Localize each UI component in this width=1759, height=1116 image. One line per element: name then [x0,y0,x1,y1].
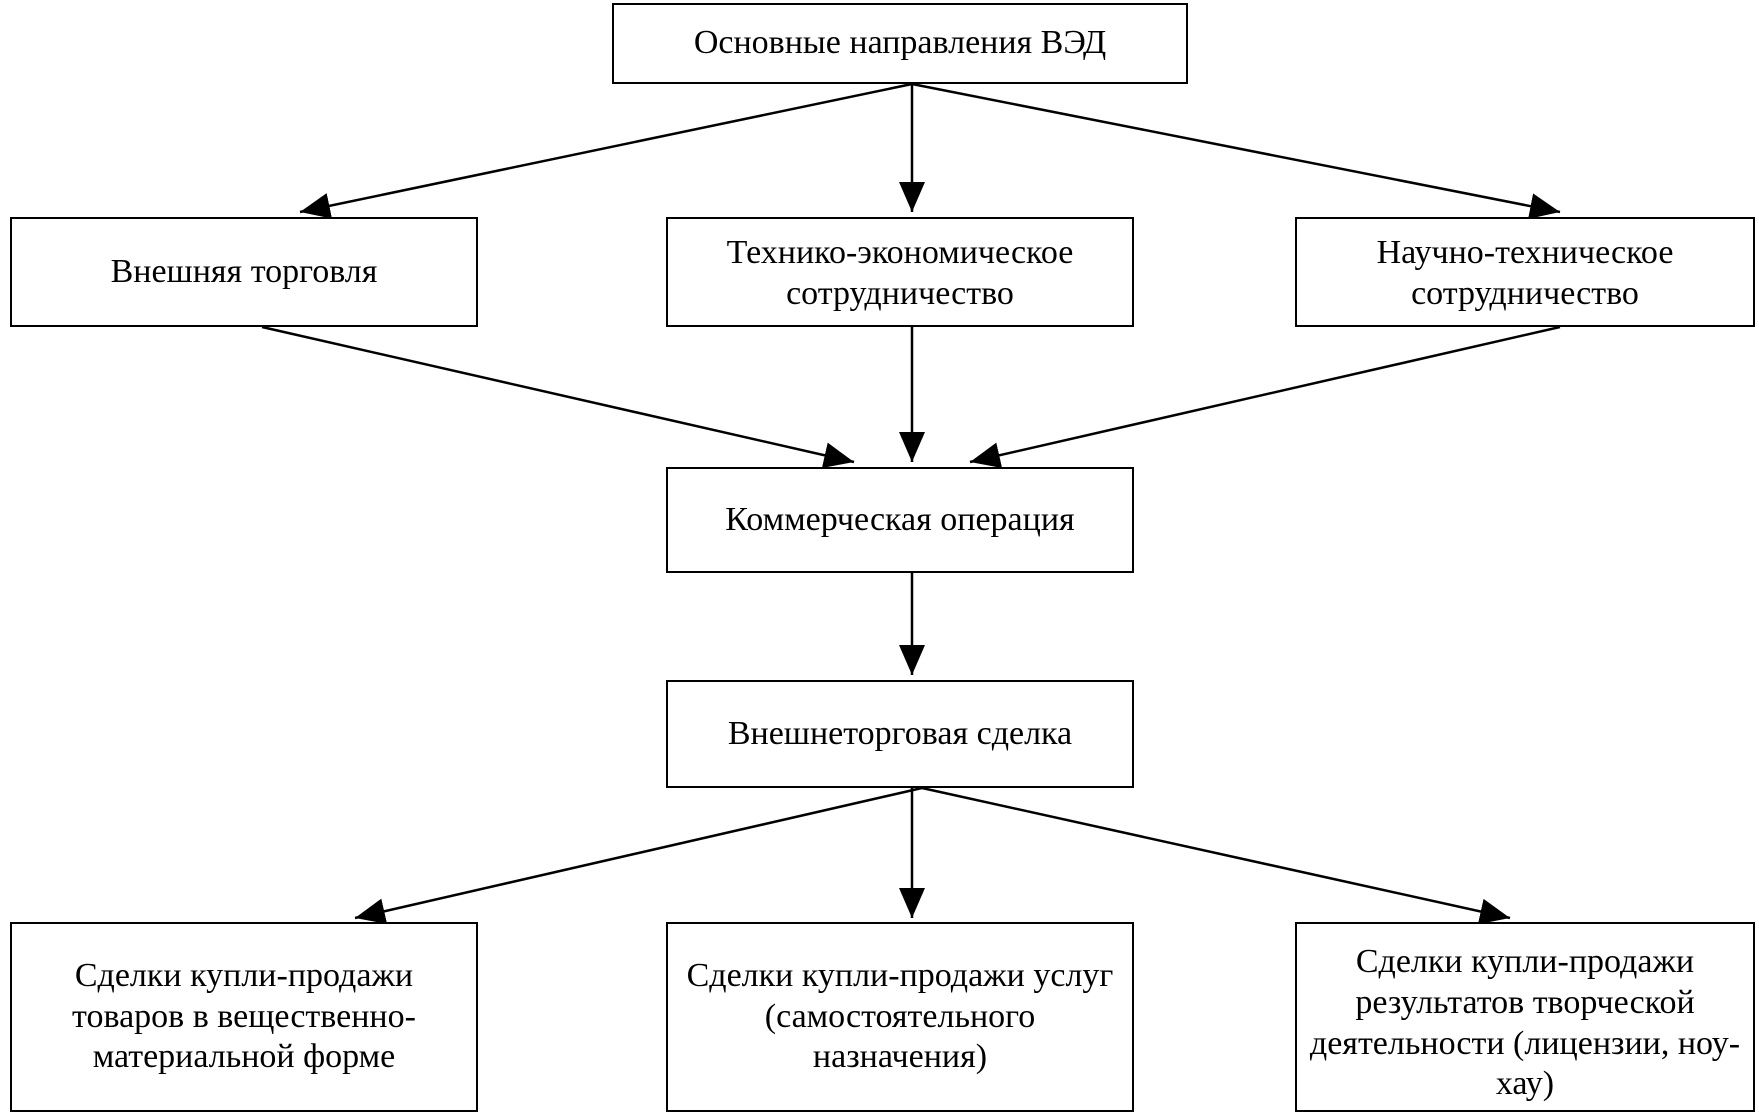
direction-box-tech-econ: Технико-экономическое сотрудничество [666,217,1134,327]
direction-label: Научно-техническое сотрудничество [1376,234,1674,312]
arrow-sci-tech-to-operation [969,325,1561,468]
deal-type-label: Сделки купли-продажи товаров в веществен… [72,956,416,1076]
direction-label: Внешняя торговля [110,252,378,290]
arrow-deal-to-goods [354,786,923,924]
deal-label: Внешнеторговая сделка [727,714,1073,752]
deal-type-label: Сделки купли-продажи результатов творчес… [1309,943,1741,1103]
operation-label: Коммерческая операция [725,500,1075,538]
deal-type-box-goods: Сделки купли-продажи товаров в веществен… [10,922,478,1112]
deal-type-box-ip: Сделки купли-продажи результатов творчес… [1295,922,1755,1112]
arrow-root-to-sci-tech [911,82,1561,219]
direction-box-foreign-trade: Внешняя торговля [10,217,478,327]
arrow-root-to-foreign-trade [299,82,913,219]
deal-type-box-services: Сделки купли-продажи услуг (самостоятель… [666,922,1134,1112]
deal-type-label: Сделки купли-продажи услуг (самостоятель… [686,956,1114,1076]
arrow-deal-to-ip [921,786,1511,925]
root-box: Основные направления ВЭД [612,3,1188,84]
direction-box-sci-tech: Научно-техническое сотрудничество [1295,217,1755,327]
operation-box: Коммерческая операция [666,467,1134,573]
arrow-foreign-trade-to-operation [261,325,855,469]
direction-label: Технико-экономическое сотрудничество [726,234,1074,312]
deal-box: Внешнеторговая сделка [666,680,1134,788]
root-label: Основные направления ВЭД [693,24,1107,62]
